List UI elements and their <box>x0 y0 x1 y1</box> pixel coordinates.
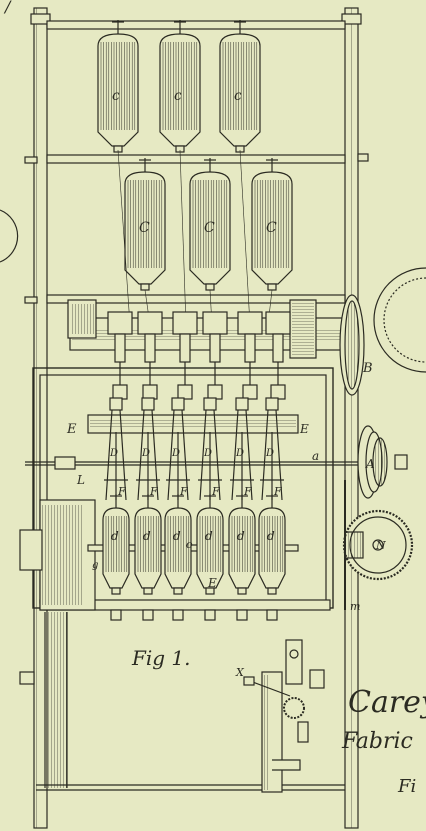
label-X: X <box>235 666 245 679</box>
gear-units <box>107 311 291 400</box>
lower-stand <box>19 612 325 793</box>
bobbin-labels: c c cC C C F D F D F D F D F D F Dd d d d d d <box>109 88 282 543</box>
label-a: a <box>312 449 319 463</box>
top-bobbin <box>159 20 201 153</box>
label-B: B <box>362 361 373 376</box>
spindle-foot <box>236 609 248 621</box>
spindle-feet <box>110 609 278 621</box>
lower-bobbin <box>102 494 130 595</box>
spindle-foot <box>110 609 122 621</box>
spindle-foot <box>204 609 216 621</box>
spindle <box>166 397 190 501</box>
label-upper-bobbin: C <box>139 220 150 236</box>
lower-frame <box>19 367 360 611</box>
lower-bobbin <box>258 494 286 595</box>
upper-bobbin <box>251 158 293 291</box>
frame-posts <box>30 7 362 829</box>
upper-bobbin <box>189 158 231 291</box>
gear-N <box>342 480 414 610</box>
label-guide-D: D <box>141 448 150 459</box>
gear-unit <box>172 311 198 400</box>
thread <box>179 149 187 326</box>
label-upper-bobbin: C <box>266 220 277 236</box>
label-N: N <box>375 539 386 552</box>
label-lower-bobbin: d <box>173 529 181 543</box>
label-guide-D: D <box>235 448 244 459</box>
lower-bobbin <box>164 494 192 595</box>
lower-bobbin <box>228 494 256 595</box>
label-top-bobbin: c <box>174 88 182 104</box>
lower-bobbin <box>196 494 224 595</box>
spindle-foot <box>142 609 154 621</box>
label-lower-bobbin: d <box>143 529 151 543</box>
top-bobbins <box>97 20 261 153</box>
top-bobbin <box>97 20 139 153</box>
side-text-fabric: Fabric <box>341 729 413 754</box>
upper-bobbin <box>124 158 166 291</box>
top-bobbin <box>219 20 261 153</box>
corner-mark: / <box>3 0 12 16</box>
label-o: o <box>186 538 193 551</box>
lower-bobbin <box>134 494 162 595</box>
label-guide-D: D <box>203 448 212 459</box>
gear-unit <box>107 311 133 400</box>
label-upper-bobbin: C <box>204 220 215 236</box>
gear-unit <box>137 311 163 400</box>
label-spindle-F: F <box>273 485 282 498</box>
letter-labels: / B E E E A N a L X m o g <box>3 0 386 679</box>
lower-bobbins <box>102 494 286 595</box>
label-E-left: E <box>66 422 77 437</box>
spindle <box>230 397 254 501</box>
spindles <box>104 397 284 501</box>
label-spindle-F: F <box>211 485 220 498</box>
label-top-bobbin: c <box>234 88 242 104</box>
spindle <box>104 397 128 501</box>
label-spindle-F: F <box>243 485 252 498</box>
label-L: L <box>76 473 85 487</box>
label-g: g <box>92 560 98 571</box>
gear-unit <box>202 311 228 400</box>
label-E-bottom: E <box>207 576 217 590</box>
spindle <box>198 397 222 501</box>
pulley-A <box>357 425 408 499</box>
adjacent-figures <box>0 209 426 373</box>
label-E-right: E <box>299 422 309 436</box>
label-guide-D: D <box>109 448 118 459</box>
side-text-fi: Fi <box>397 776 416 797</box>
upper-bobbins <box>124 158 293 291</box>
label-spindle-F: F <box>117 485 126 498</box>
label-spindle-F: F <box>149 485 158 498</box>
gear-unit <box>237 311 263 400</box>
label-guide-D: D <box>171 448 180 459</box>
label-A: A <box>365 457 375 471</box>
label-guide-D: D <box>265 448 274 459</box>
frame-rails <box>24 20 369 791</box>
label-m: m <box>350 600 360 613</box>
spindle <box>260 397 284 501</box>
label-lower-bobbin: d <box>267 529 275 543</box>
spindle-foot <box>172 609 184 621</box>
figure-caption: Fig 1. <box>131 646 191 670</box>
label-spindle-F: F <box>179 485 188 498</box>
label-top-bobbin: c <box>112 88 120 104</box>
spindle <box>136 397 160 501</box>
label-lower-bobbin: d <box>237 529 245 543</box>
label-lower-bobbin: d <box>205 529 213 543</box>
thread <box>239 149 251 326</box>
gear-unit <box>265 311 291 400</box>
label-lower-bobbin: d <box>111 529 119 543</box>
thread <box>117 149 131 326</box>
side-text-carey: Carey <box>348 685 426 720</box>
spindle-foot <box>266 609 278 621</box>
